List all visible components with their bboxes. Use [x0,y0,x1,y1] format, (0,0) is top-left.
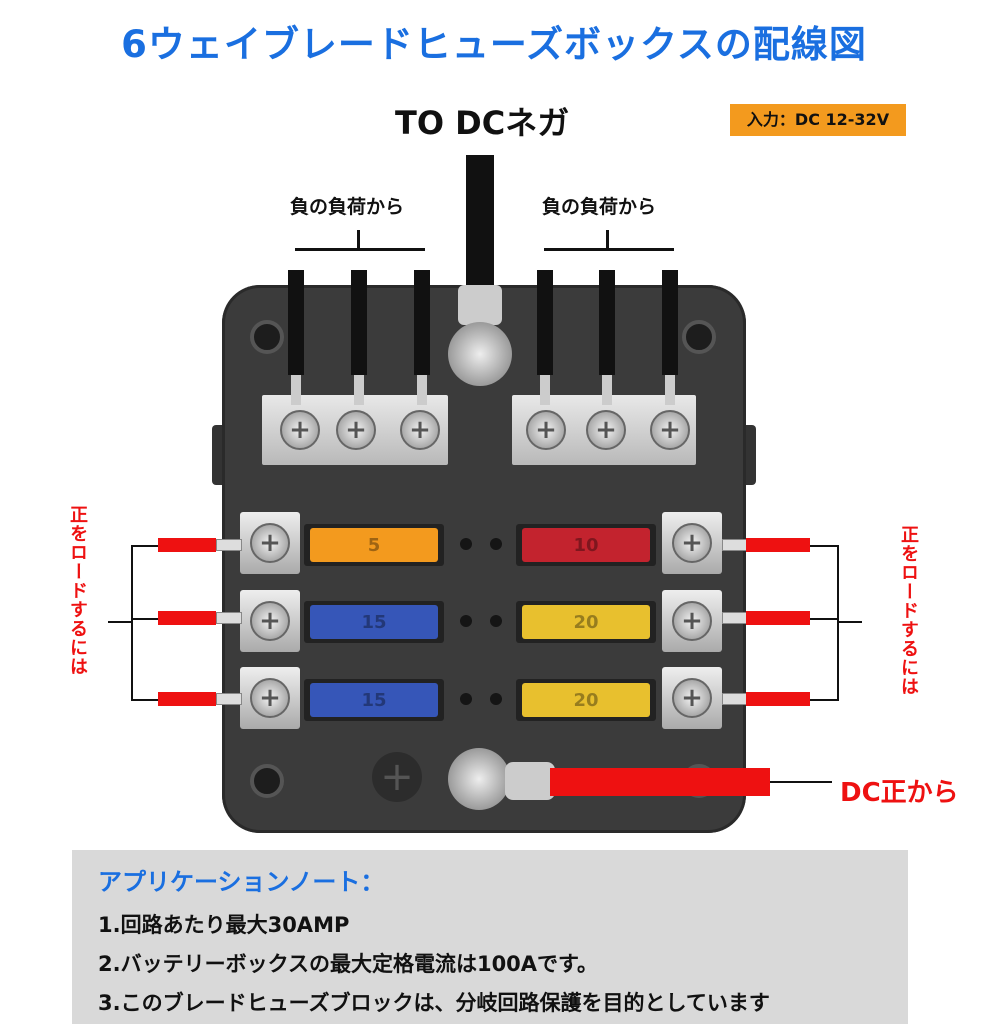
screw-icon: + [526,410,566,450]
bracket-line [838,621,862,623]
wire-lug [602,375,612,405]
fuse-terminal: + [662,590,722,652]
negative-wire [662,270,678,375]
screw-icon: + [650,410,690,450]
wire-lug [540,375,550,405]
screw-icon: + [250,678,290,718]
bracket-line [108,621,132,623]
wire-lug [722,612,748,624]
bracket-line [295,248,425,251]
positive-symbol-icon: + [372,752,422,802]
negative-load-label-left: 負の負荷から [290,196,405,218]
led-indicator [460,693,472,705]
cable-lug [505,762,555,800]
fuse-right-3[interactable]: 20 [522,683,650,717]
negative-wire [351,270,367,375]
fuse-terminal: + [240,512,300,574]
positive-load-label-right: 正をロードするには [898,525,919,696]
fuse-terminal: + [240,667,300,729]
mounting-hole [250,320,284,354]
fuse-terminal: + [662,667,722,729]
bracket-line [357,230,360,250]
fuse-terminal: + [662,512,722,574]
bracket-line [810,618,838,620]
application-notes-panel: アプリケーションノート： 1.回路あたり最大30AMP 2.バッテリーボックスの… [72,850,908,1024]
wire-lug [354,375,364,405]
note-line: 3.このブレードヒューズブロックは、分岐回路保護を目的としています [98,991,770,1015]
positive-load-wire [158,692,216,706]
cable-lug [458,285,502,325]
led-indicator [490,538,502,550]
wire-lug [417,375,427,405]
positive-load-wire [158,611,216,625]
bracket-line [810,545,838,547]
wire-lug [722,539,748,551]
wire-lug [216,539,242,551]
mounting-hole [250,764,284,798]
screw-icon: + [672,601,712,641]
led-indicator [460,538,472,550]
negative-wire [288,270,304,375]
screw-icon: + [250,601,290,641]
bracket-line [132,699,158,701]
page-title: 6ウェイブレードヒューズボックスの配線図 [121,23,867,66]
dc-positive-cable [550,768,770,796]
screw-icon: + [586,410,626,450]
led-indicator [490,693,502,705]
fuse-right-2[interactable]: 20 [522,605,650,639]
mounting-hole [682,320,716,354]
screw-icon: + [672,678,712,718]
bracket-line [837,545,839,701]
wire-lug [216,612,242,624]
positive-load-wire [746,611,810,625]
dc-positive-label: DC正から [840,778,959,808]
positive-stud [448,748,510,810]
notes-title: アプリケーションノート： [98,868,385,896]
bracket-line [544,248,674,251]
wire-lug [722,693,748,705]
bracket-line [810,699,838,701]
negative-wire [537,270,553,375]
bracket-line [132,545,158,547]
dc-negative-cable [466,155,494,290]
positive-load-label-left: 正をロードするには [67,505,88,676]
screw-icon: + [400,410,440,450]
screw-icon: + [280,410,320,450]
screw-icon: + [672,523,712,563]
led-indicator [490,615,502,627]
screw-icon: + [336,410,376,450]
screw-icon: + [250,523,290,563]
fuse-left-3[interactable]: 15 [310,683,438,717]
wire-lug [291,375,301,405]
note-line: 2.バッテリーボックスの最大定格電流は100Aです。 [98,952,598,976]
fuse-left-1[interactable]: 5 [310,528,438,562]
fuse-right-1[interactable]: 10 [522,528,650,562]
positive-load-wire [746,538,810,552]
to-dc-negative-label: TO DCネガ [395,104,570,142]
negative-wire [599,270,615,375]
positive-load-wire [746,692,810,706]
bracket-line [131,545,133,701]
note-line: 1.回路あたり最大30AMP [98,913,350,937]
negative-load-label-right: 負の負荷から [542,196,657,218]
positive-load-wire [158,538,216,552]
pointer-line [770,781,832,783]
fuse-terminal: + [240,590,300,652]
wire-lug [216,693,242,705]
input-voltage-badge: 入力：DC 12-32V [730,104,906,136]
fuse-left-2[interactable]: 15 [310,605,438,639]
bracket-line [132,618,158,620]
wire-lug [665,375,675,405]
bracket-line [606,230,609,250]
negative-wire [414,270,430,375]
negative-stud [448,322,512,386]
led-indicator [460,615,472,627]
